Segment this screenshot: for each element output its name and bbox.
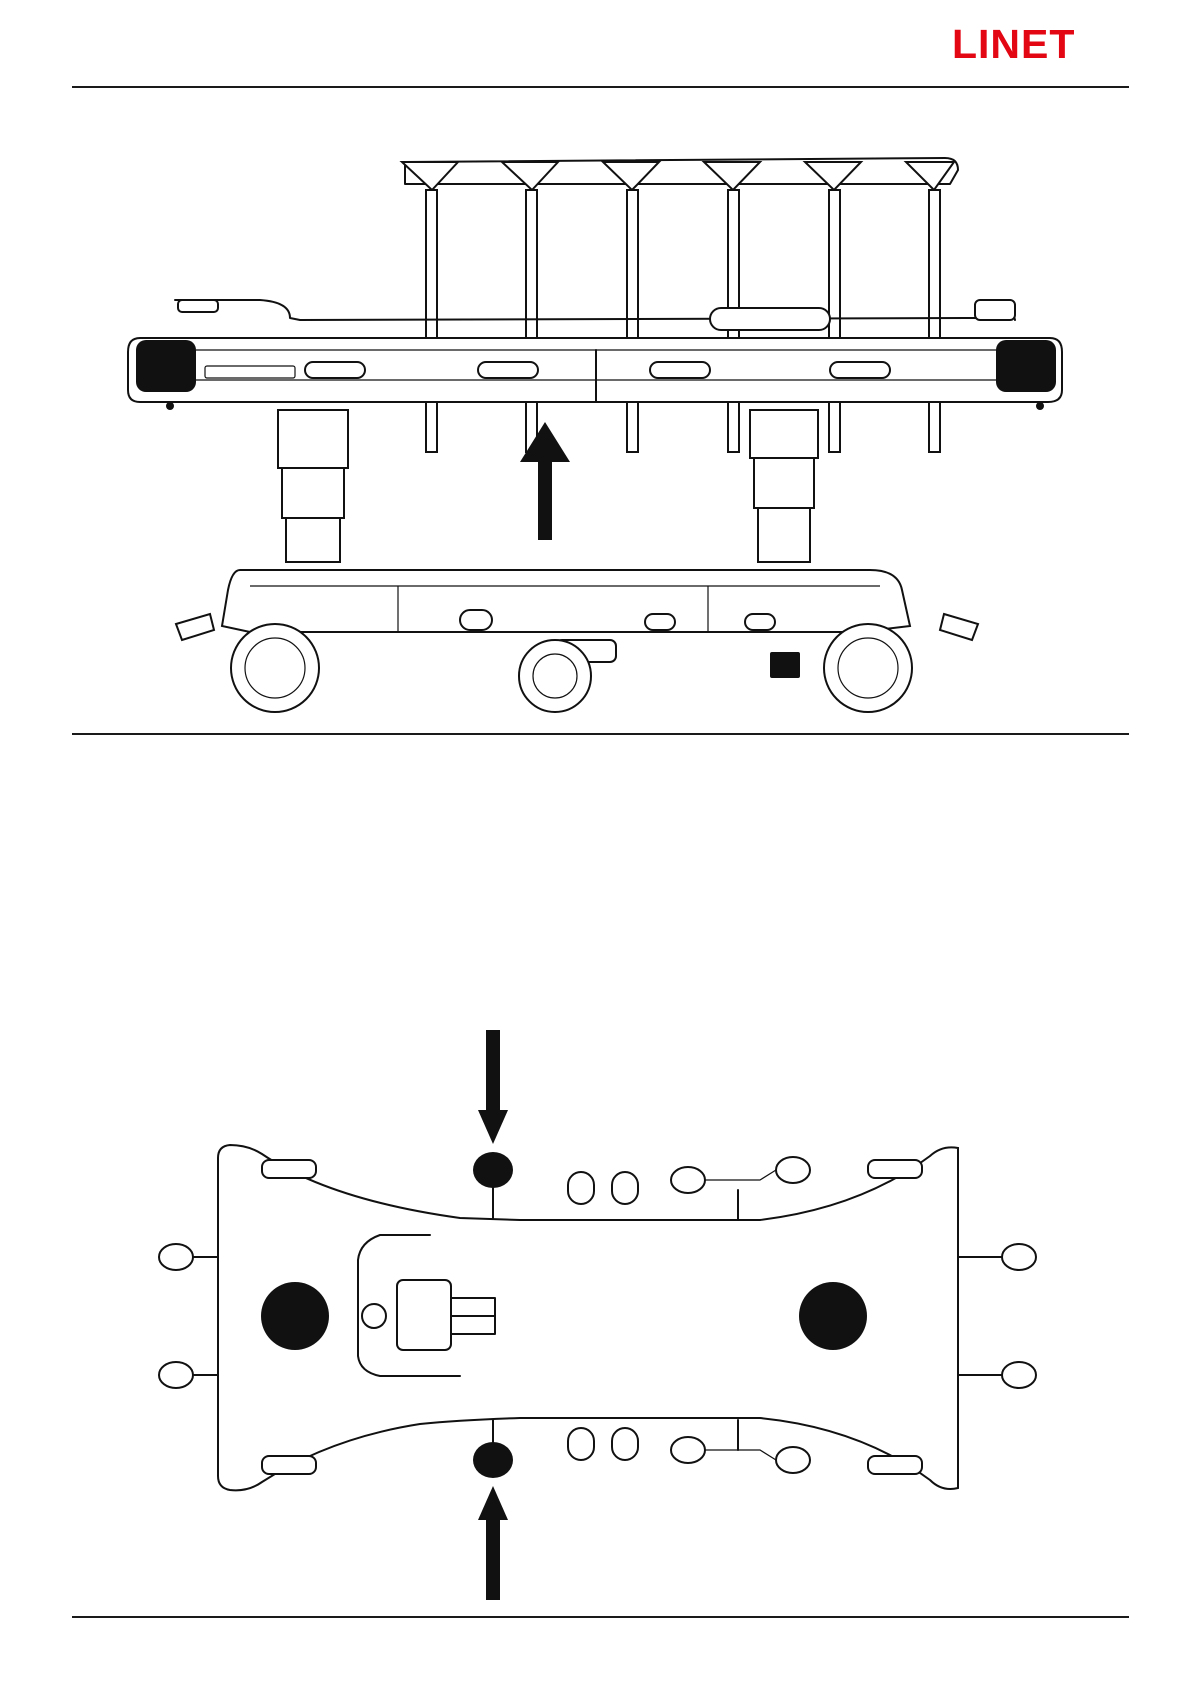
frame-hand-grip-4: [830, 362, 890, 378]
header-divider: [72, 86, 1129, 88]
grip-bottom: [473, 1442, 513, 1478]
arrow-down-icon: [478, 1030, 508, 1144]
stretcher-side-view-figure: [0, 140, 1191, 720]
foot-column: [799, 1282, 867, 1350]
side-rail-posts: [402, 162, 954, 452]
grip-top: [473, 1152, 513, 1188]
base-chassis: [222, 570, 910, 632]
side-rail-top-bar: [405, 158, 958, 184]
head-handle: [178, 300, 218, 312]
middle-divider: [72, 733, 1129, 735]
head-column: [261, 1282, 329, 1350]
foot-handle: [975, 300, 1015, 320]
deck-top-line: [175, 300, 1015, 320]
central-battery: [770, 652, 800, 678]
stretcher-top-view-figure: [0, 1030, 1191, 1600]
brand-logo-text: LINET: [952, 22, 1075, 62]
footer-divider: [72, 1616, 1129, 1618]
head-bumper: [136, 340, 196, 392]
arrow-up-icon-bottom: [478, 1486, 508, 1600]
frame-hand-grip-3: [650, 362, 710, 378]
frame-hand-grip-1: [305, 362, 365, 378]
foot-bumper: [996, 340, 1056, 392]
deck-grip: [710, 308, 830, 330]
frame-hand-grip-2: [478, 362, 538, 378]
wheels: [231, 624, 912, 712]
